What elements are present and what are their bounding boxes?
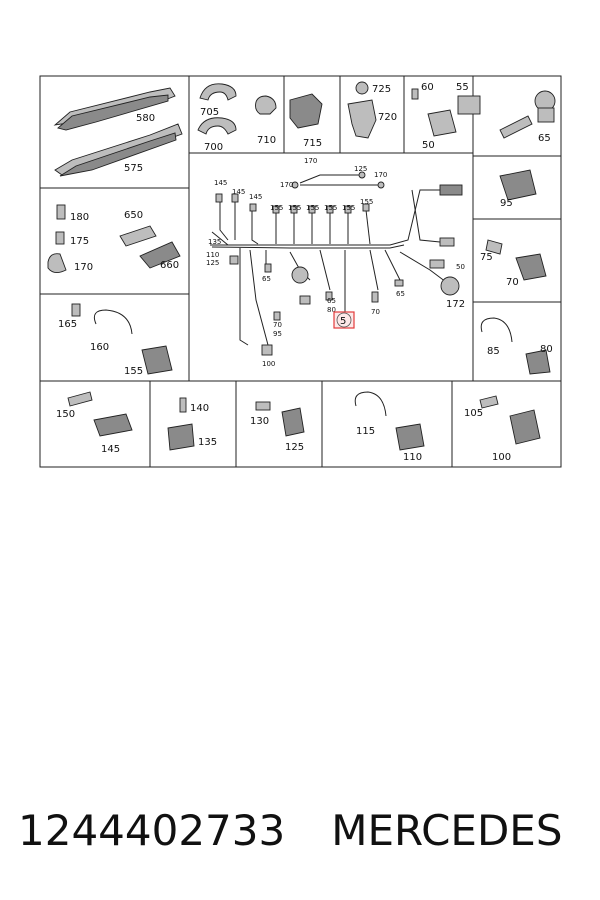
harness-label-16: 125 xyxy=(206,259,219,267)
label-85: 85 xyxy=(487,346,500,357)
harness-label-2: 170 xyxy=(280,181,293,189)
cell-sensor-110: 115 110 xyxy=(354,391,425,463)
label-160: 160 xyxy=(90,342,109,353)
label-140: 140 xyxy=(190,403,209,414)
part-number: 1244402733 xyxy=(18,805,286,855)
label-115: 115 xyxy=(356,426,375,437)
label-130: 130 xyxy=(250,416,269,427)
diagram-frame xyxy=(39,75,562,468)
label-180: 180 xyxy=(70,212,89,223)
label-725: 725 xyxy=(372,84,391,95)
label-135: 135 xyxy=(198,437,217,448)
label-105: 105 xyxy=(464,408,483,419)
cell-connector-135: 140 135 xyxy=(167,397,217,451)
label-155: 155 xyxy=(124,366,143,377)
cell-clips: 705 700 710 715 xyxy=(197,83,323,153)
label-95: 95 xyxy=(500,198,513,209)
harness-label-7: 145 xyxy=(249,193,262,201)
label-165: 165 xyxy=(58,319,77,330)
cell-sensor-160: 165 160 155 xyxy=(58,303,173,377)
harness-label-5: 145 xyxy=(214,179,227,187)
label-80: 80 xyxy=(540,344,553,355)
cell-terminal-145: 150 145 xyxy=(56,391,133,455)
harness-label-15: 110 xyxy=(206,251,219,259)
label-145: 145 xyxy=(101,444,120,455)
highlight-box[interactable] xyxy=(333,311,355,329)
cell-mount: 725 720 xyxy=(347,81,397,139)
harness-label-4: 170 xyxy=(374,171,387,179)
cell-sensor-85: 85 80 xyxy=(480,317,553,375)
label-75: 75 xyxy=(480,252,493,263)
label-580: 580 xyxy=(136,113,155,124)
label-660: 660 xyxy=(160,260,179,271)
harness-label-24: 65 xyxy=(396,290,405,298)
cell-connector-70: 75 70 xyxy=(480,239,547,288)
label-125: 125 xyxy=(285,442,304,453)
harness-label-20: 80 xyxy=(327,306,336,314)
highlight-label[interactable]: 5 xyxy=(340,316,346,327)
label-100: 100 xyxy=(492,452,511,463)
cell-brackets: 580 575 xyxy=(53,87,183,177)
label-720: 720 xyxy=(378,112,397,123)
harness-label-6: 145 xyxy=(232,188,245,196)
label-150: 150 xyxy=(56,409,75,420)
cell-connector-95: 95 xyxy=(499,169,537,209)
label-575: 575 xyxy=(124,163,143,174)
label-60: 60 xyxy=(421,82,434,93)
harness-label-17: 65 xyxy=(262,275,271,283)
harness-label-19: 65 xyxy=(327,297,336,305)
label-175: 175 xyxy=(70,236,89,247)
harness-label-23: 100 xyxy=(262,360,275,368)
harness-label-14: 135 xyxy=(208,238,221,246)
harness-label-12: 155 xyxy=(342,204,355,212)
harness-label-11: 155 xyxy=(324,204,337,212)
label-710: 710 xyxy=(257,135,276,146)
harness-label-18: 50 xyxy=(456,263,465,271)
harness-label-9: 155 xyxy=(288,204,301,212)
harness-label-8: 155 xyxy=(270,204,283,212)
harness-label-3: 125 xyxy=(354,165,367,173)
harness-label-10: 155 xyxy=(306,204,319,212)
harness-label-13: 155 xyxy=(360,198,373,206)
harness-label-1: 170 xyxy=(304,157,317,165)
label-55: 55 xyxy=(456,82,469,93)
label-65: 65 xyxy=(538,133,551,144)
cell-sensor: 65 xyxy=(499,90,556,144)
label-700: 700 xyxy=(204,142,223,153)
cell-connector-125: 130 125 xyxy=(250,401,305,453)
label-650: 650 xyxy=(124,210,143,221)
label-110: 110 xyxy=(403,452,422,463)
part-footer: 1244402733 MERCEDES xyxy=(18,800,588,860)
brand-name: MERCEDES xyxy=(331,805,563,855)
cell-connector-100: 105 100 xyxy=(464,395,541,463)
label-170: 170 xyxy=(74,262,93,273)
harness-label-22: 95 xyxy=(273,330,282,338)
cell-terminals: 180 175 170 xyxy=(47,204,93,273)
cell-plugs: 650 660 xyxy=(119,210,181,271)
wiring-harness: 170 170 125 170 145 145 145 155 155 155 … xyxy=(206,157,465,368)
harness-label-21: 70 xyxy=(273,321,282,329)
harness-label-26: 172 xyxy=(446,299,465,310)
label-705: 705 xyxy=(200,107,219,118)
label-70: 70 xyxy=(506,277,519,288)
parts-diagram: 580 575 705 700 710 715 725 720 60 55 50… xyxy=(39,75,562,468)
label-715: 715 xyxy=(303,138,322,149)
cell-relay: 60 55 50 xyxy=(411,82,481,151)
harness-label-25: 70 xyxy=(371,308,380,316)
label-50: 50 xyxy=(422,140,435,151)
